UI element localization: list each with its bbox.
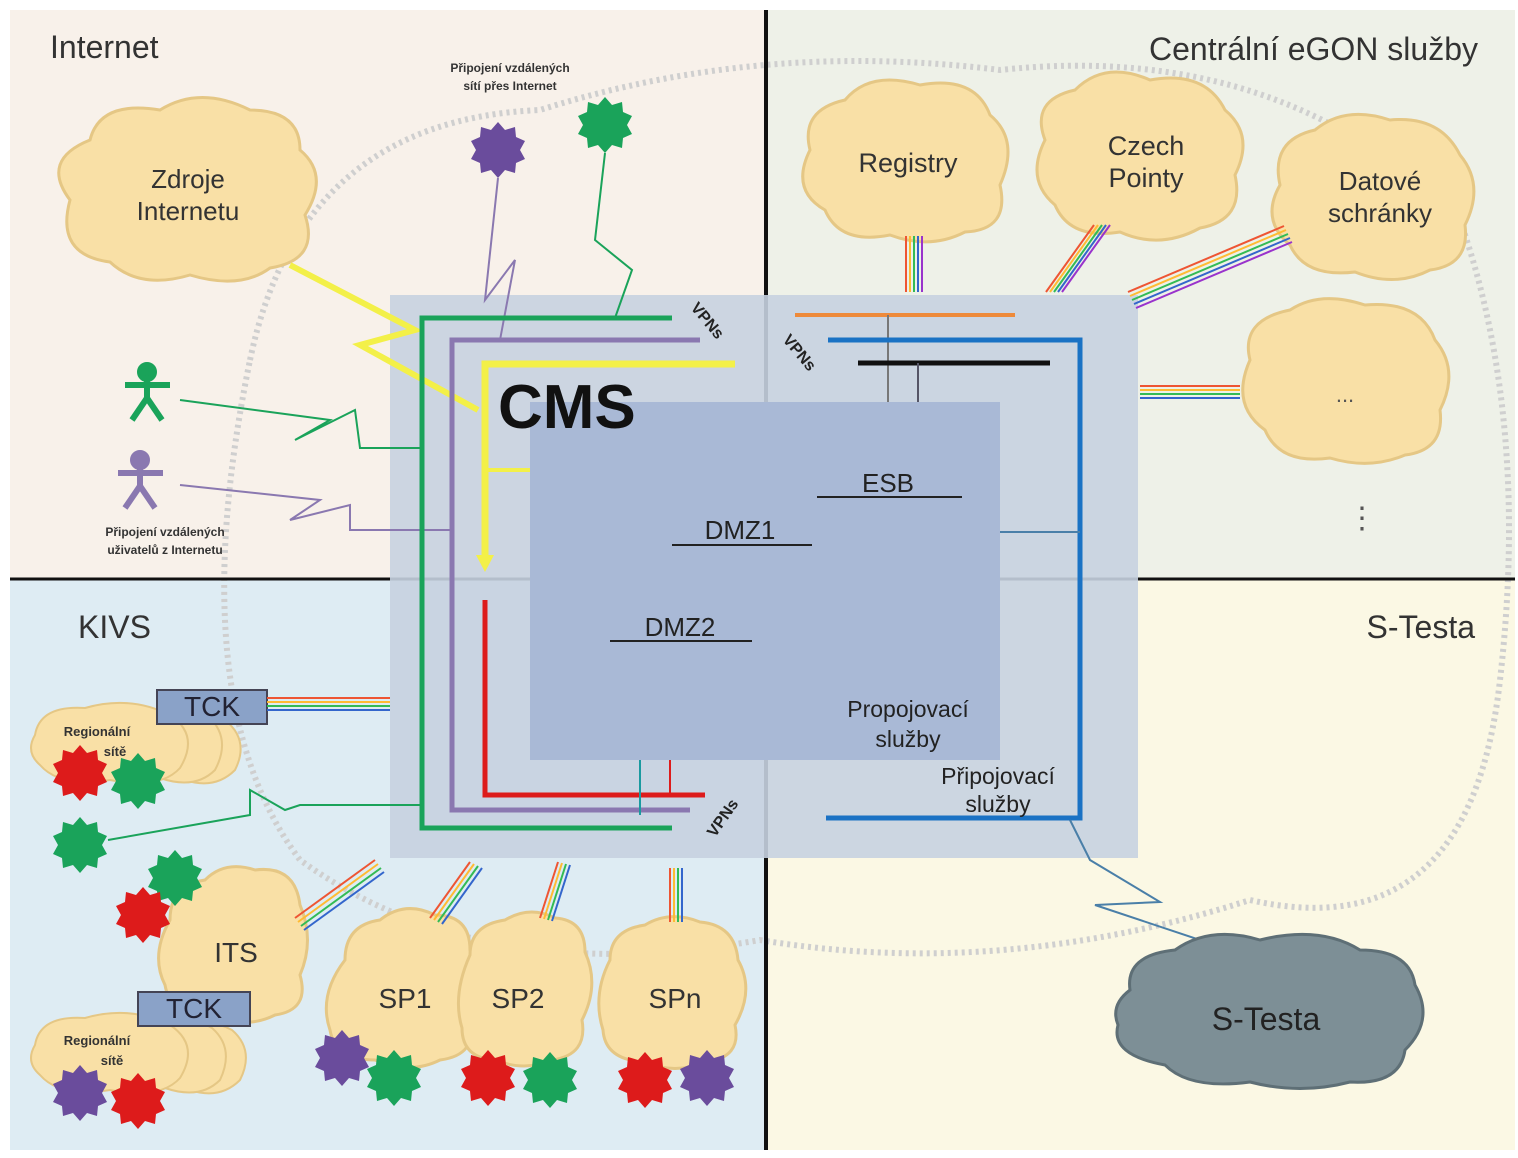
propojovaci-label-line2: služby [875,726,941,752]
cms-line-green [419,315,672,831]
cable-ellipsis-cloud [1140,385,1240,399]
cloud-label-czech-line2: Pointy [1108,163,1184,193]
remote-users-label-line2: uživatelů z Internetu [107,543,222,557]
regional-label-2-line1: Regionální [64,1033,131,1048]
cloud-label-datove-line1: Datové [1339,166,1421,196]
regional-label-2-line2: sítě [101,1053,123,1068]
remote-user-icon-green [125,362,170,422]
cloud-label-sp1: SP1 [379,983,432,1014]
cable-czech-pointy [1045,224,1111,293]
remote-network-link-purple [483,177,516,341]
tck-box-2: TCK [137,991,251,1027]
cloud-label-sp2: SP2 [492,983,545,1014]
remote-user-link-green [179,399,420,449]
cms-line-yellow [481,360,735,560]
cloud-label-czech-line1: Czech [1108,131,1185,161]
cms-line-purple [449,337,700,813]
quadrant-title-internet: Internet [50,29,159,65]
cloud-label-spn: SPn [649,983,702,1014]
cable-sp2 [539,861,571,922]
cable-datove-schranky [1127,225,1293,309]
yellow-arrow-icon [476,555,494,572]
cloud-zdroje-internetu: Zdroje Internetu [57,96,318,283]
cloud-czech-pointy: Czech Pointy [1035,70,1245,242]
propojovaci-label-line1: Propojovací [847,696,969,722]
cms-title: CMS [498,373,636,442]
regional-label-1-line1: Regionální [64,724,131,739]
cms-line-blue [826,337,1083,821]
regional-label-1-line2: sítě [104,744,126,759]
stesta-link [1069,819,1231,951]
cloud-registry: Registry [801,78,1010,244]
cable-tck-1 [267,697,390,711]
cloud-spn: SPn [597,915,748,1070]
kivs-link-green [107,788,420,841]
tck-box-1: TCK [156,689,268,725]
tck-label-2: TCK [166,993,222,1024]
remote-users-label-line1: Připojení vzdálených [105,525,224,539]
quadrant-title-central: Centrální eGON služby [1149,31,1478,67]
cms-line-red [482,600,705,798]
more-services-dots: ⋮ [1347,502,1377,535]
cms-inner-zone [530,402,1000,760]
remote-network-link-green [593,152,634,319]
cloud-label-its: ITS [214,937,258,968]
remote-networks-label-line2: sítí přes Internet [463,79,556,93]
cloud-label-ellipsis: ... [1336,382,1354,407]
remote-user-link-purple [179,484,450,531]
quadrant-title-stesta: S-Testa [1367,609,1476,645]
cable-registry [905,236,923,292]
cloud-label-registry: Registry [858,148,958,178]
cloud-ellipsis: ... [1241,297,1451,465]
cable-its [294,859,385,931]
dmz2-label: DMZ2 [645,612,716,642]
cable-spn [669,868,683,922]
cloud-label-zdroje-line2: Internetu [137,196,240,226]
cloud-stesta: S-Testa [1114,932,1425,1090]
pripojovaci-label-line2: služby [965,791,1031,817]
background-cloud-outline [221,58,1512,957]
esb-label: ESB [862,468,914,498]
cloud-label-zdroje-line1: Zdroje [151,164,225,194]
cloud-datove-schranky: Datové schránky [1270,112,1476,282]
remote-networks-label-line1: Připojení vzdálených [450,61,569,75]
internet-link-yellow [288,262,480,413]
cloud-its: ITS [157,865,309,1024]
cloud-label-datove-line2: schránky [1328,198,1432,228]
quadrant-title-kivs: KIVS [78,609,151,645]
pripojovaci-label-line1: Připojovací [941,763,1055,789]
remote-user-icon-purple [118,450,163,510]
cloud-label-stesta: S-Testa [1212,1001,1321,1037]
tck-label-1: TCK [184,691,240,722]
dmz1-label: DMZ1 [705,515,776,545]
cloud-sp2: SP2 [456,910,594,1068]
cable-sp1 [429,861,483,925]
